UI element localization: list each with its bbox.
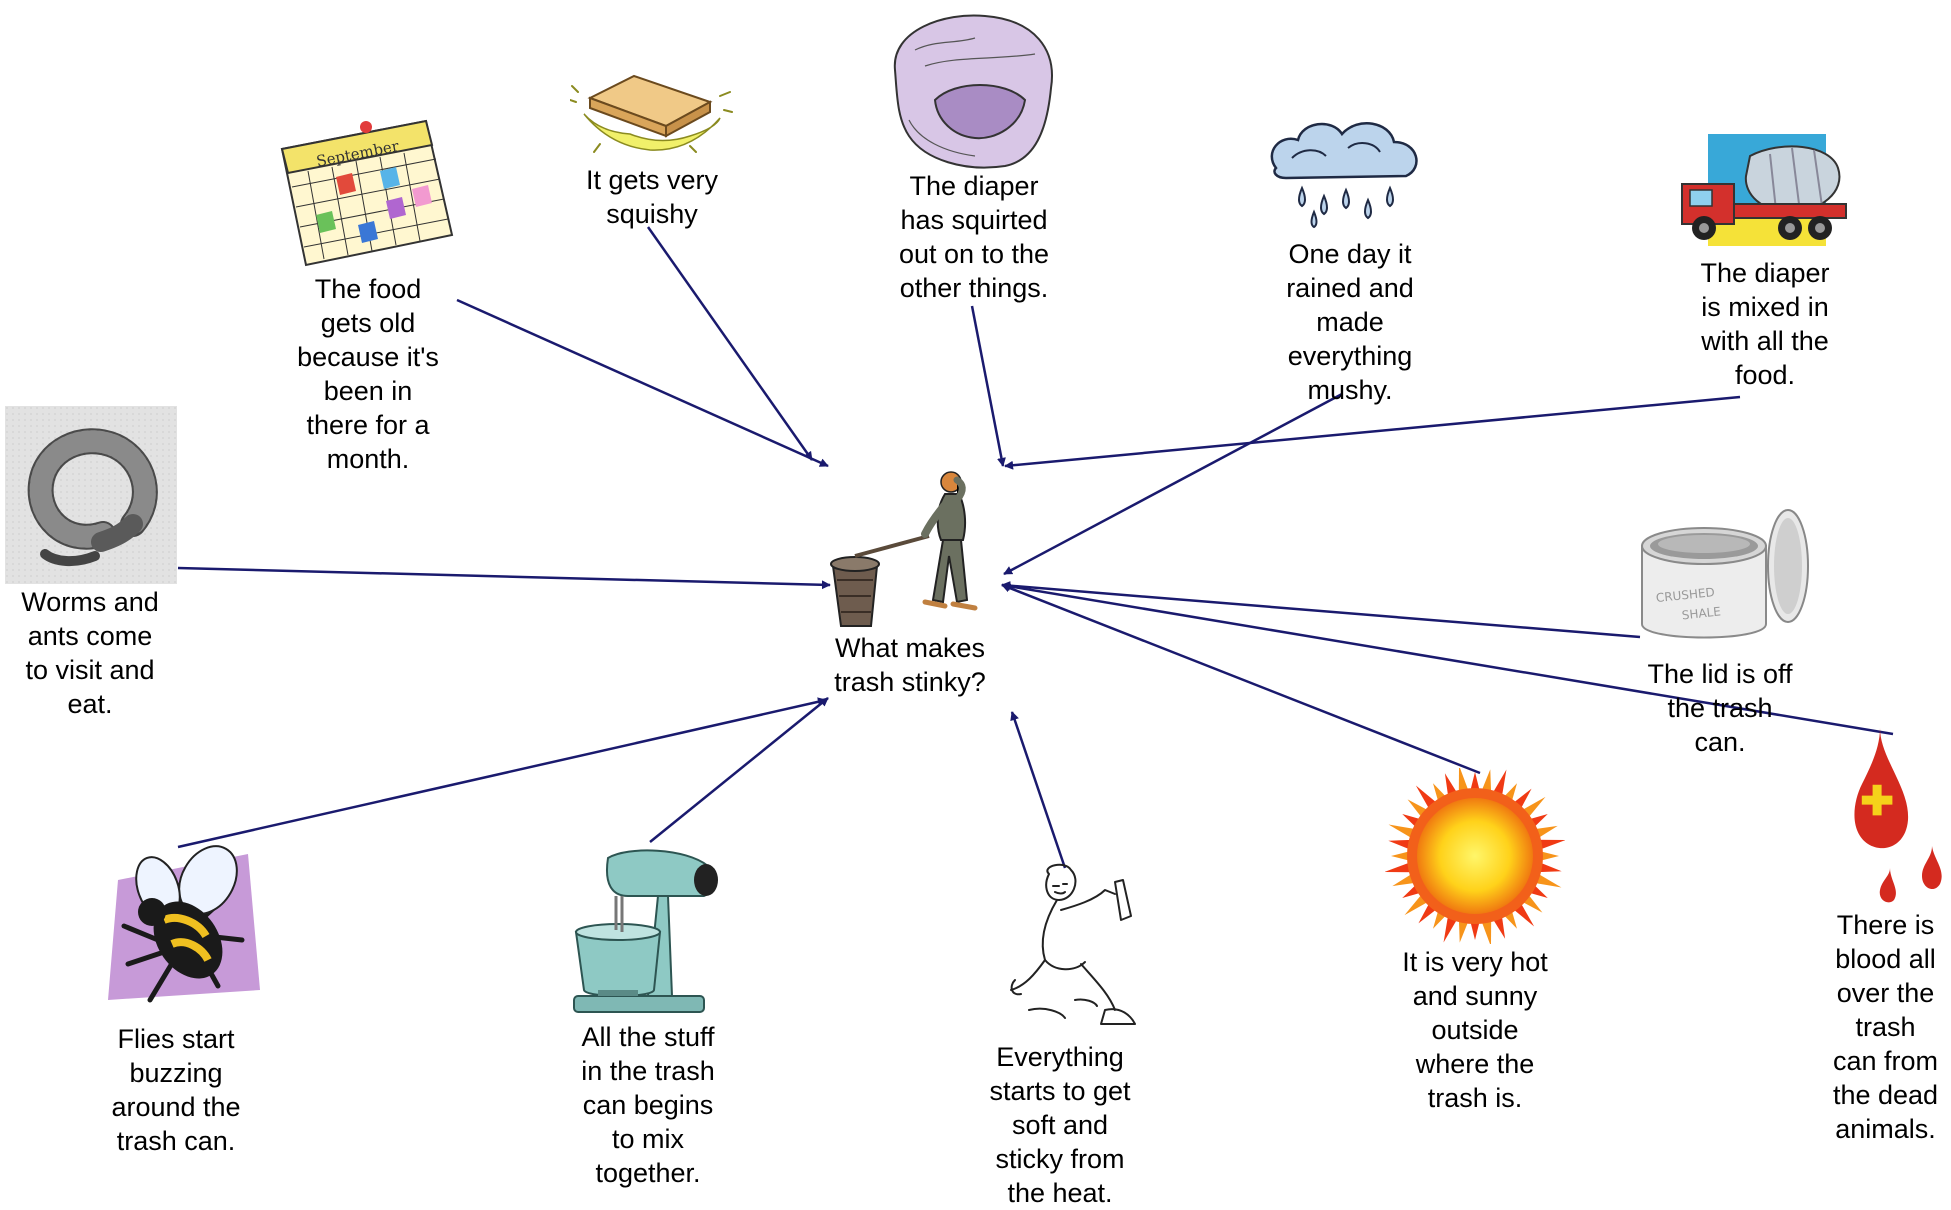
node-label-diaper-mixed: The diaper is mixed in with all the food…	[1700, 258, 1830, 390]
arrow-food-old-to-center	[456, 298, 829, 468]
sticky-man-icon	[1010, 863, 1136, 1025]
sun-icon	[1385, 768, 1565, 944]
arrow-hot-sunny-to-center	[1001, 583, 1481, 775]
arrow-lid-off-to-center	[1001, 581, 1641, 639]
node-label-food-old: The food gets old because it's been in t…	[297, 274, 439, 474]
node-label-sticky: Everything starts to get soft and sticky…	[989, 1042, 1131, 1208]
node-label-diaper-squirted: The diaper has squirted out on to the ot…	[898, 171, 1050, 303]
svg-text:SHALE: SHALE	[1681, 604, 1721, 622]
arrow-diaper-mixed-to-center	[1004, 395, 1741, 470]
blood-drops-icon	[1854, 728, 1942, 903]
calendar-icon: September	[280, 119, 454, 267]
man-with-trash-can-icon	[830, 471, 978, 627]
node-label-squishy: It gets very squishy	[585, 165, 719, 229]
arrow-squishy-to-center	[646, 226, 814, 461]
cement-mixer-truck-icon	[1681, 134, 1847, 246]
bee-icon	[108, 845, 260, 1003]
node-label-flies: Flies start buzzing around the trash can…	[111, 1024, 241, 1156]
node-label-blood: There is blood all over the trash can fr…	[1832, 910, 1939, 1144]
node-label-rained: One day it rained and made everything mu…	[1286, 239, 1414, 405]
node-label-worms: Worms and ants come to visit and eat.	[21, 587, 159, 719]
node-label-hot-sunny: It is very hot and sunny outside where t…	[1402, 947, 1548, 1113]
arrow-flies-to-center	[177, 697, 827, 849]
node-label-lid-off: The lid is off the trash can.	[1647, 659, 1793, 757]
rain-cloud-icon	[1270, 122, 1418, 229]
arrow-sticky-to-center	[1010, 711, 1067, 869]
arrow-worms-to-center	[177, 566, 831, 590]
millipede-icon	[5, 406, 177, 584]
arrow-rained-to-center	[1003, 392, 1343, 576]
stand-mixer-icon	[573, 849, 718, 1013]
arrow-blood-to-center	[1001, 581, 1894, 736]
center-topic-label: What makes trash stinky?	[834, 633, 986, 697]
svg-text:CRUSHED: CRUSHED	[1655, 585, 1715, 605]
diaper-icon	[893, 14, 1053, 169]
arrow-mix-to-center	[649, 697, 829, 843]
node-label-mix: All the stuff in the trash can begins to…	[581, 1022, 715, 1188]
open-jar-icon: CRUSHED SHALE	[1641, 509, 1809, 639]
arrow-diaper-squirted-to-center	[970, 305, 1006, 467]
sandwich-icon	[570, 74, 733, 153]
